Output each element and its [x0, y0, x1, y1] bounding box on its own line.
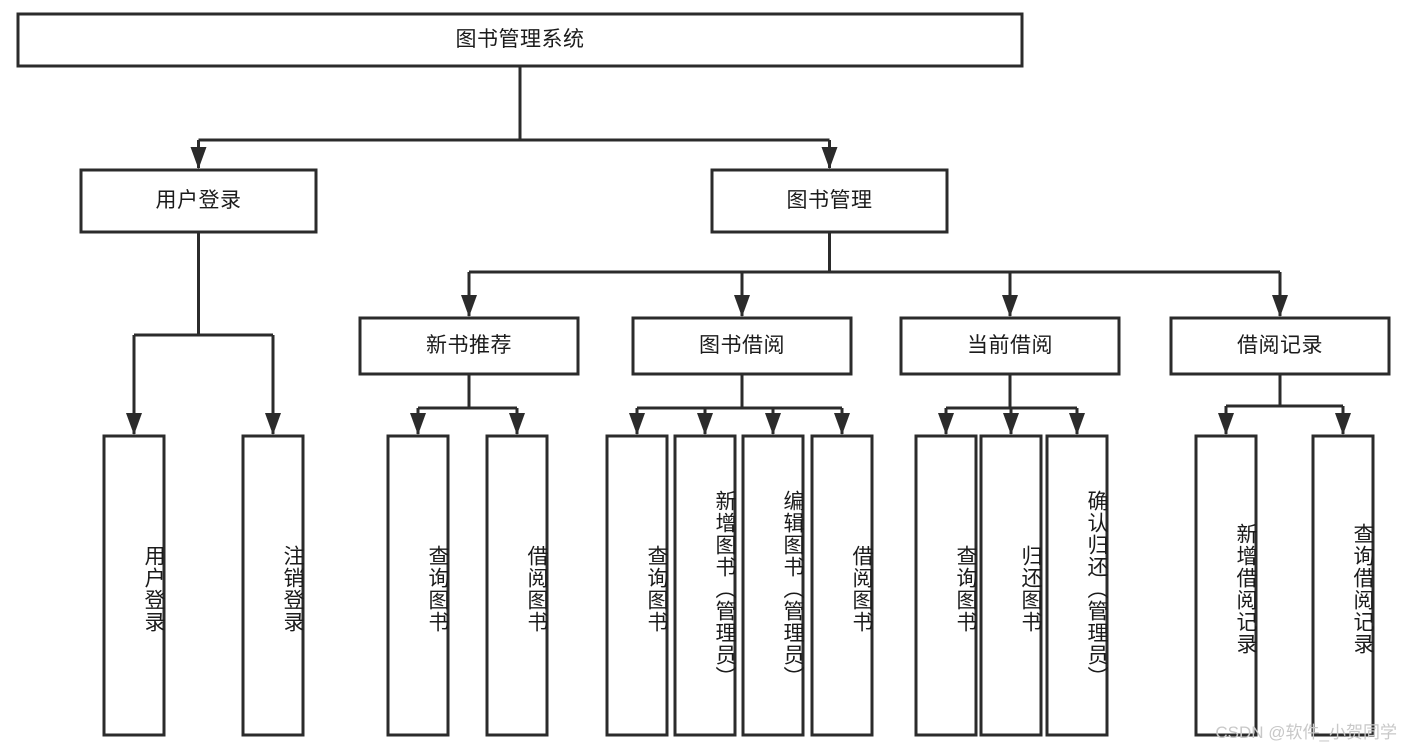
node-box-leaf-add-book — [673, 434, 737, 737]
arrow-head-icon-leaf-borrow-book-rec — [509, 413, 525, 435]
arrow-head-icon-book-manage — [821, 147, 838, 169]
arrow-head-icon-borrow-record — [1272, 295, 1288, 317]
arrow-head-icon-leaf-return-book — [1003, 413, 1019, 435]
node-box-leaf-return-book — [979, 434, 1043, 737]
node-box-book-borrow — [631, 316, 853, 376]
arrow-head-icon-leaf-confirm-return — [1069, 413, 1085, 435]
arrow-head-icon-leaf-edit-book — [765, 413, 781, 435]
node-box-root — [16, 12, 1024, 68]
node-box-user-login — [79, 168, 318, 234]
node-box-current-borrow — [899, 316, 1121, 376]
node-box-leaf-user-login — [102, 434, 166, 737]
node-box-leaf-query-book-borrow — [605, 434, 669, 737]
node-box-leaf-edit-book — [741, 434, 805, 737]
arrow-head-icon-leaf-user-login — [126, 413, 142, 435]
arrow-head-icon-leaf-query-record — [1335, 413, 1351, 435]
node-box-leaf-query-book-cur — [914, 434, 978, 737]
node-box-new-book-recommend — [358, 316, 580, 376]
arrow-head-icon-user-login — [190, 147, 207, 169]
arrow-head-icon-leaf-add-record — [1218, 413, 1234, 435]
arrow-head-icon-book-borrow — [734, 295, 750, 317]
arrow-head-icon-current-borrow — [1002, 295, 1018, 317]
arrow-head-icon-leaf-borrow-book — [834, 413, 850, 435]
node-box-leaf-confirm-return — [1045, 434, 1109, 737]
arrow-head-icon-leaf-query-book-cur — [938, 413, 954, 435]
node-boxes-layer — [16, 12, 1391, 737]
node-box-leaf-borrow-book — [810, 434, 874, 737]
node-box-leaf-borrow-book-rec — [485, 434, 549, 737]
node-box-borrow-record — [1169, 316, 1391, 376]
connectors-layer — [126, 66, 1351, 435]
node-box-book-manage — [710, 168, 949, 234]
node-box-leaf-query-record — [1311, 434, 1375, 737]
node-box-leaf-query-book-rec — [386, 434, 450, 737]
arrow-head-icon-leaf-add-book — [697, 413, 713, 435]
arrow-head-icon-leaf-query-book-rec — [410, 413, 426, 435]
arrow-head-icon-new-book-recommend — [461, 295, 477, 317]
arrow-head-icon-leaf-query-book-borrow — [629, 413, 645, 435]
arrow-head-icon-leaf-logout — [265, 413, 281, 435]
node-box-leaf-logout — [241, 434, 305, 737]
node-box-leaf-add-record — [1194, 434, 1258, 737]
